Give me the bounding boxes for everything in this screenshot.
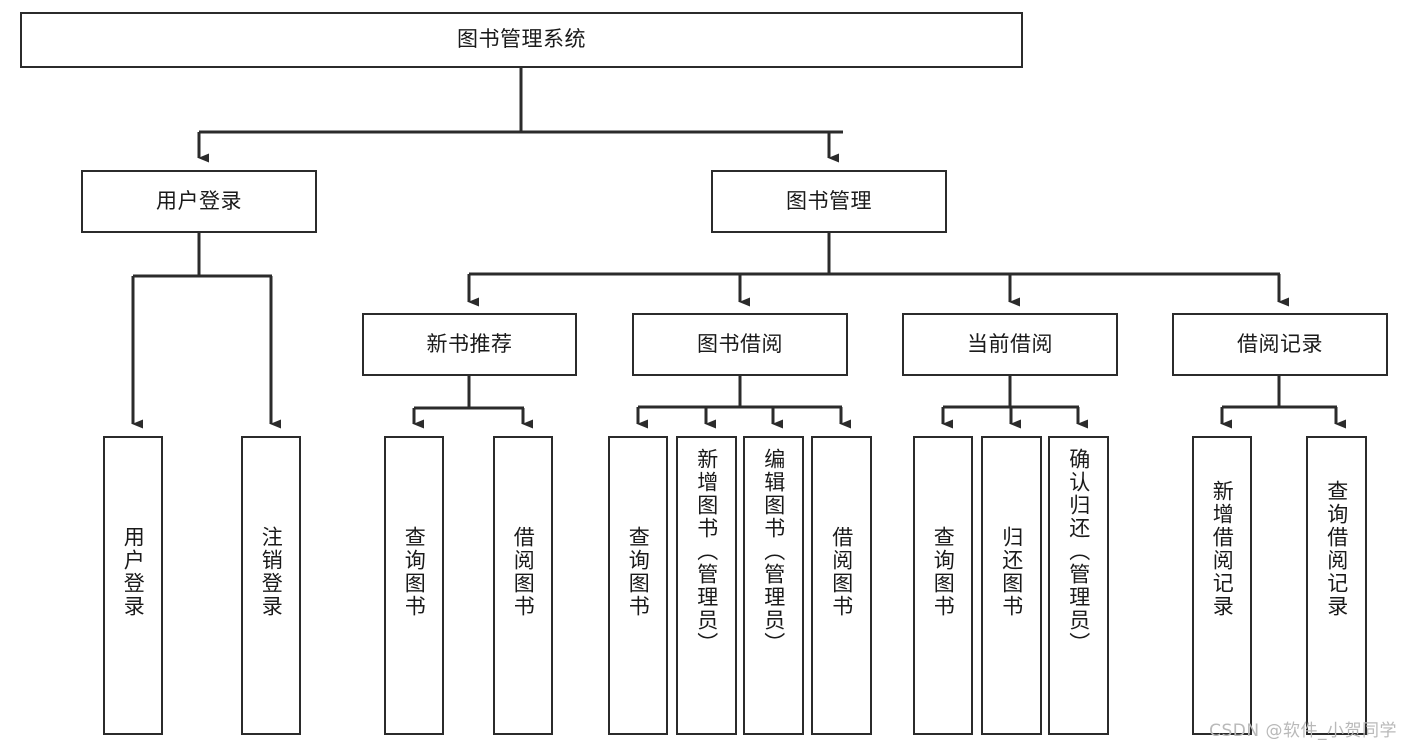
node-new-book-recommend-label: 新书推荐	[426, 331, 513, 356]
node-leaf-borrow-book-1-label: 借阅图书	[511, 526, 536, 618]
node-leaf-query-book-1[interactable]: 查询图书	[384, 436, 444, 735]
node-leaf-add-book[interactable]: 新增图书（管理员）	[676, 436, 737, 735]
node-leaf-confirm-return[interactable]: 确认归还（管理员）	[1048, 436, 1109, 735]
node-new-book-recommend[interactable]: 新书推荐	[362, 313, 577, 376]
node-book-management[interactable]: 图书管理	[711, 170, 947, 233]
node-root[interactable]: 图书管理系统	[20, 12, 1023, 68]
node-leaf-borrow-book-2-label: 借阅图书	[829, 526, 854, 618]
node-leaf-logout-login[interactable]: 注销登录	[241, 436, 301, 735]
node-root-label: 图书管理系统	[457, 27, 586, 52]
node-leaf-edit-book-label: 编辑图书（管理员）	[761, 448, 786, 655]
node-leaf-query-book-2[interactable]: 查询图书	[608, 436, 668, 735]
node-leaf-logout-login-label: 注销登录	[259, 526, 284, 618]
node-leaf-return-book-label: 归还图书	[999, 526, 1024, 618]
node-leaf-confirm-return-label: 确认归还（管理员）	[1066, 448, 1091, 655]
node-leaf-edit-book[interactable]: 编辑图书（管理员）	[743, 436, 804, 735]
node-leaf-query-book-3[interactable]: 查询图书	[913, 436, 973, 735]
node-leaf-query-book-3-label: 查询图书	[931, 526, 956, 618]
node-leaf-add-record-label: 新增借阅记录	[1210, 480, 1235, 618]
node-user-login[interactable]: 用户登录	[81, 170, 317, 233]
node-user-login-label: 用户登录	[156, 188, 242, 213]
node-book-borrow-label: 图书借阅	[697, 331, 783, 356]
node-leaf-query-record-label: 查询借阅记录	[1324, 480, 1349, 618]
node-leaf-add-record[interactable]: 新增借阅记录	[1192, 436, 1252, 735]
node-current-borrow-label: 当前借阅	[967, 331, 1053, 356]
node-leaf-query-book-2-label: 查询图书	[626, 526, 651, 618]
node-book-borrow[interactable]: 图书借阅	[632, 313, 848, 376]
node-leaf-add-book-label: 新增图书（管理员）	[694, 448, 719, 655]
node-borrow-record-label: 借阅记录	[1237, 331, 1323, 356]
node-leaf-user-login[interactable]: 用户登录	[103, 436, 163, 735]
node-book-management-label: 图书管理	[786, 188, 872, 213]
node-leaf-borrow-book-2[interactable]: 借阅图书	[811, 436, 872, 735]
node-leaf-query-book-1-label: 查询图书	[402, 526, 427, 618]
node-leaf-return-book[interactable]: 归还图书	[981, 436, 1042, 735]
node-leaf-query-record[interactable]: 查询借阅记录	[1306, 436, 1367, 735]
node-borrow-record[interactable]: 借阅记录	[1172, 313, 1388, 376]
csdn-watermark: CSDN @软件_小贺同学	[1209, 721, 1397, 741]
node-leaf-user-login-label: 用户登录	[121, 526, 146, 618]
node-leaf-borrow-book-1[interactable]: 借阅图书	[493, 436, 553, 735]
node-current-borrow[interactable]: 当前借阅	[902, 313, 1118, 376]
